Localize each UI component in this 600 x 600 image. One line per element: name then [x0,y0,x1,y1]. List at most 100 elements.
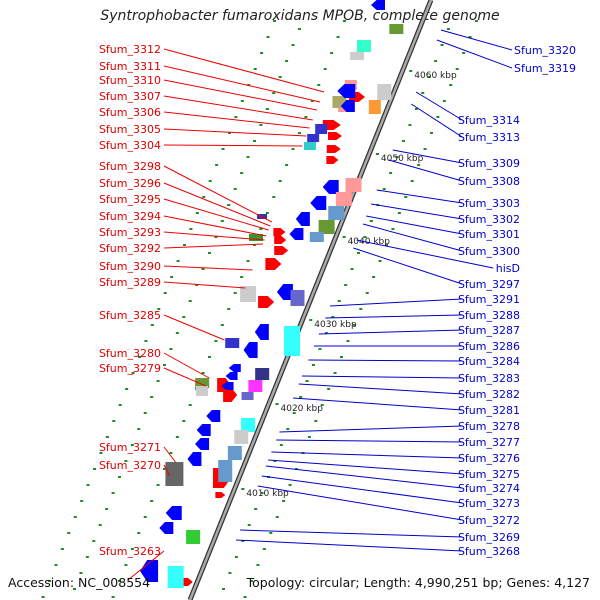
gene-label-left: Sfum_3295 [99,193,161,206]
gene-label-left: Sfum_3280 [99,347,161,360]
gene-label-right: Sfum_3320 [514,44,576,57]
gene-glyph [140,560,159,582]
gene-glyph [258,296,275,308]
gene-label-right: Sfum_3272 [458,514,520,527]
gene-label-right: Sfum_3283 [458,372,520,385]
gene-glyph [180,578,193,586]
gene-glyph [368,100,381,114]
gene-glyph [225,338,240,348]
gene-glyph [356,40,371,52]
gene-label-right: Sfum_3278 [458,420,520,433]
gene-glyph [241,392,254,400]
gene-glyph [243,342,258,358]
gene-glyph [315,124,328,134]
gene-label-right: Sfum_3268 [458,545,520,558]
scale-label: 4030 kbp [314,320,357,330]
gene-label-left: Sfum_3306 [99,106,161,119]
gene-label-left: Sfum_3285 [99,309,161,322]
gene-glyph [337,84,356,98]
gene-label-left: Sfum_3293 [99,226,161,239]
left-label-group: Sfum_3312Sfum_3311Sfum_3310Sfum_3307Sfum… [99,43,161,558]
gene-label-left: Sfum_3289 [99,276,161,289]
gene-glyph [276,284,293,300]
gene-label-left: Sfum_3307 [99,90,161,103]
gene-glyph [255,368,270,380]
gene-glyph [322,180,339,194]
gene-glyph [165,462,184,486]
gene-label-right: Sfum_3277 [458,436,520,449]
gene-label-right: Sfum_3276 [458,452,520,465]
scale-label: 4020 kbp [281,404,324,414]
gene-glyph [322,120,341,130]
gene-label-right: Sfum_3282 [458,388,520,401]
gene-glyph [206,410,221,422]
gene-glyph [318,220,335,234]
gene-glyph [241,418,256,432]
gene-glyph [248,380,263,392]
gene-glyph [165,506,182,520]
gene-label-left: Sfum_3294 [99,210,161,223]
gene-glyph [340,100,355,112]
gene-glyph [215,492,226,498]
gene-label-right: Sfum_3269 [458,531,520,544]
gene-label-left: Sfum_3290 [99,260,161,273]
gene-label-right: Sfum_3301 [458,228,520,241]
gene-label-right: hisD [496,262,520,275]
gene-glyph [187,452,202,466]
gene-glyph [303,142,316,150]
gene-label-right: Sfum_3302 [458,213,520,226]
gene-glyph [377,84,392,100]
gene-label-left: Sfum_3304 [99,139,161,152]
gene-glyph [326,156,339,164]
gene-glyph [225,372,238,380]
gene-label-right: Sfum_3275 [458,468,520,481]
gene-label-left: Sfum_3270 [99,459,161,472]
gene-glyph [335,192,352,206]
gene-features [140,0,404,588]
gene-glyph [284,326,301,356]
gene-label-left: Sfum_3298 [99,160,161,173]
gene-label-right: Sfum_3291 [458,293,520,306]
scale-label: 4010 kbp [246,489,289,499]
gene-label-right: Sfum_3274 [458,482,520,495]
gene-label-left: Sfum_3310 [99,74,161,87]
gene-label-left: Sfum_3263 [99,545,161,558]
gene-label-left: Sfum_3305 [99,123,161,136]
gene-label-right: Sfum_3288 [458,309,520,322]
gene-glyph [310,196,327,210]
gene-glyph [326,145,341,153]
gene-label-right: Sfum_3308 [458,175,520,188]
scale-label: 4040 kbp [348,237,391,247]
gene-glyph [295,212,310,226]
gene-glyph [159,522,174,534]
gene-glyph [221,382,234,390]
gene-label-right: Sfum_3319 [514,62,576,75]
gene-label-right: Sfum_3281 [458,404,520,417]
gene-label-right: Sfum_3309 [458,157,520,170]
gene-label-right: Sfum_3297 [458,278,520,291]
gene-glyph [227,446,242,460]
gene-label-right: Sfum_3300 [458,245,520,258]
scale-label: 4060 kbp [414,71,457,81]
gene-glyph [228,364,241,372]
gene-label-right: Sfum_3303 [458,197,520,210]
label-leaders [127,29,513,581]
gene-label-right: Sfum_3286 [458,340,520,353]
genome-summary: Topology: circular; Length: 4,990,251 bp… [246,575,590,590]
gene-glyph [218,460,233,482]
gene-label-left: Sfum_3311 [99,60,161,73]
gene-label-right: Sfum_3314 [458,114,520,127]
gene-glyph [273,228,286,236]
gene-glyph [274,246,289,255]
gene-label-right: Sfum_3313 [458,131,520,144]
gene-glyph [195,386,208,396]
gene-glyph [254,324,269,340]
gene-label-left: Sfum_3279 [99,362,161,375]
gene-glyph [290,290,305,306]
gene-glyph [240,286,257,302]
gene-glyph [307,134,320,142]
gene-glyph [167,566,184,588]
gene-glyph [234,430,249,444]
